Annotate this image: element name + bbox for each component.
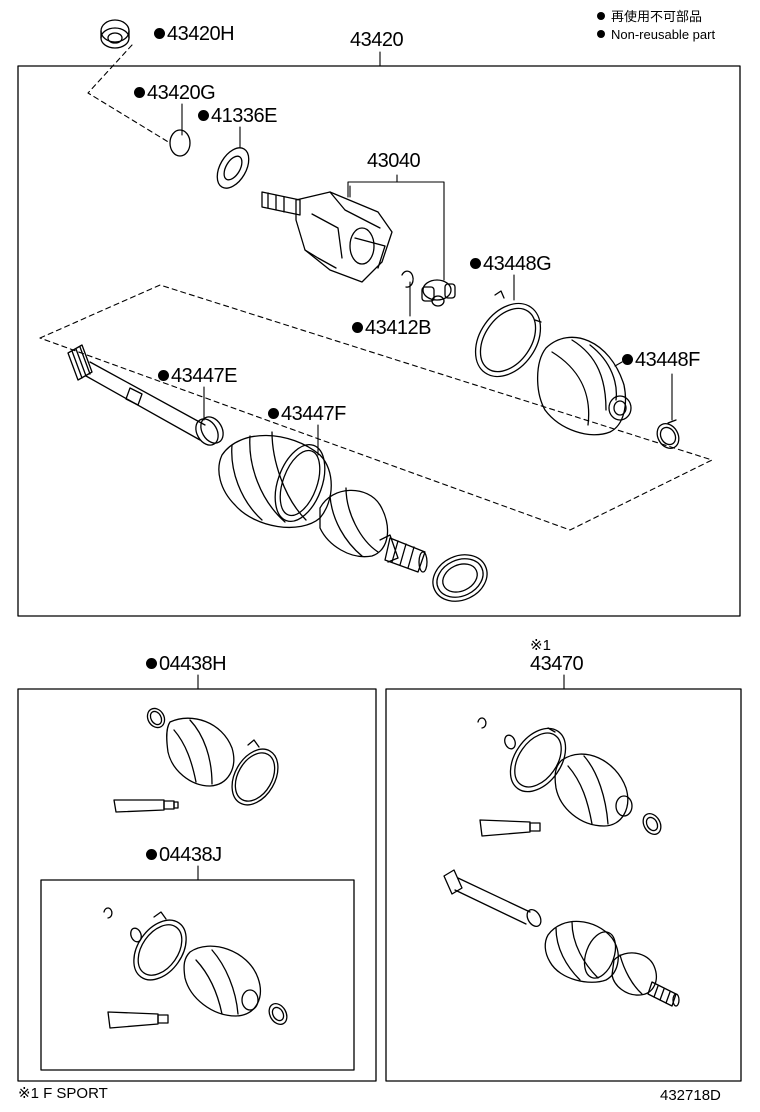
fsport-assembly-frame [385, 688, 742, 1082]
part-dust-seal [432, 554, 488, 602]
non-reusable-bullet-icon [154, 28, 165, 39]
part-drive-shaft [67, 344, 224, 446]
non-reusable-bullet-icon [352, 322, 363, 333]
bullet-icon [597, 30, 605, 38]
label-43420H[interactable]: 43420H [154, 24, 235, 44]
label-04438J[interactable]: 04438J [146, 845, 222, 865]
label-fsport-ref: ※1 [530, 637, 551, 654]
part-41336E-washer [216, 147, 250, 189]
part-43040-tripod [421, 279, 456, 307]
fsport-assembly-parts [443, 717, 680, 1007]
label-43470[interactable]: 43470 [530, 653, 584, 675]
footnote: ※1 F SPORT [18, 1085, 108, 1102]
part-43040-joint-housing [261, 191, 393, 283]
non-reusable-bullet-icon [146, 849, 157, 860]
non-reusable-bullet-icon [146, 658, 157, 669]
label-43448G[interactable]: 43448G [470, 254, 552, 274]
part-outer-boot-large [218, 431, 332, 529]
non-reusable-bullet-icon [470, 258, 481, 269]
non-reusable-bullet-icon [158, 370, 169, 381]
legend-en-text: Non-reusable part [611, 27, 716, 42]
non-reusable-bullet-icon [622, 354, 633, 365]
part-43412B-snap-ring [401, 270, 414, 288]
legend-english: Non-reusable part [597, 27, 715, 43]
label-04438H[interactable]: 04438H [146, 654, 227, 674]
label-43447E[interactable]: 43447E [158, 366, 237, 386]
part-outer-boot-small [319, 487, 399, 563]
part-43420H-cap [100, 19, 130, 49]
bullet-icon [597, 12, 605, 20]
part-43448F-clamp [656, 419, 680, 449]
legend-japanese: 再使用不可部品 [597, 9, 702, 25]
label-43447F[interactable]: 43447F [268, 404, 346, 424]
dashed-groupings [39, 44, 713, 531]
part-inner-boot [537, 336, 632, 436]
label-43040[interactable]: 43040 [367, 150, 421, 172]
label-43412B[interactable]: 43412B [352, 318, 431, 338]
label-41336E[interactable]: 41336E [198, 106, 277, 126]
non-reusable-bullet-icon [268, 408, 279, 419]
diagram-code: 432718D [660, 1087, 721, 1104]
part-outer-stub-shaft [384, 537, 428, 573]
inner-boot-kit-frame [40, 879, 355, 1071]
part-43420G-plug [169, 129, 191, 157]
non-reusable-bullet-icon [134, 87, 145, 98]
non-reusable-bullet-icon [198, 110, 209, 121]
label-43420[interactable]: 43420 [350, 29, 404, 51]
legend-ja-text: 再使用不可部品 [611, 9, 703, 24]
kit-04438J-boot [103, 907, 288, 1029]
label-43420G[interactable]: 43420G [134, 83, 216, 103]
part-43448G-clamp [474, 290, 542, 378]
kit-04438H-boot [113, 707, 279, 813]
main-assembly-frame [17, 65, 741, 617]
label-43448F[interactable]: 43448F [622, 350, 700, 370]
leader-lines [181, 51, 673, 881]
boot-kit-frame [17, 688, 377, 1082]
